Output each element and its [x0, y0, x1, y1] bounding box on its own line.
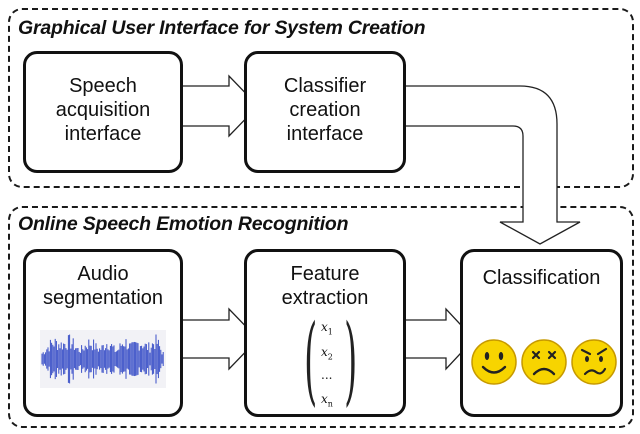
arrow-segmentation-to-features: [181, 307, 259, 371]
gui-section-title: Graphical User Interface for System Crea…: [18, 17, 426, 39]
left-paren: (: [304, 304, 318, 416]
label-line: Feature: [290, 263, 360, 285]
right-paren: ): [344, 304, 358, 416]
label-line: interface: [64, 123, 142, 145]
label-line: extraction: [281, 287, 369, 309]
classifier-creation-box: Classifier creation interface: [244, 51, 406, 173]
feature-vector: ( ) x1 x2 ... xn: [302, 304, 357, 416]
label-line: Audio: [77, 263, 129, 285]
angry-face-icon: [571, 339, 617, 385]
speech-acquisition-label: Speech acquisition interface: [26, 74, 180, 146]
label-line: creation: [289, 99, 361, 121]
online-ser-section-title: Online Speech Emotion Recognition: [18, 213, 349, 235]
audio-waveform-icon: [40, 330, 166, 388]
gui-system-creation-section: [8, 8, 634, 188]
classification-label: Classification: [463, 266, 620, 290]
label-line: segmentation: [42, 287, 164, 309]
label-line: Classifier: [283, 75, 367, 97]
emotion-icons: [471, 339, 617, 385]
audio-segmentation-box: Audio segmentation: [23, 249, 183, 417]
label-line: Speech: [69, 75, 137, 97]
classifier-creation-label: Classifier creation interface: [247, 74, 403, 146]
sad-face-icon: [521, 339, 567, 385]
feature-x2: x2: [321, 345, 333, 362]
label-line: interface: [286, 123, 364, 145]
label-line: acquisition: [55, 99, 151, 121]
feature-extraction-box: Feature extraction ( ) x1 x2 ... xn: [244, 249, 406, 417]
arrow-classifier-to-classification: [404, 85, 581, 245]
speech-acquisition-box: Speech acquisition interface: [23, 51, 183, 173]
feature-extraction-label: Feature extraction: [247, 262, 403, 310]
online-ser-section: [8, 206, 634, 428]
feature-ellipsis: ...: [321, 368, 333, 382]
feature-xn: xn: [321, 392, 333, 409]
classification-box: Classification: [460, 249, 623, 417]
happy-face-icon: [471, 339, 517, 385]
arrow-acquisition-to-classifier: [181, 74, 259, 138]
label-line: Classification: [482, 267, 601, 289]
audio-segmentation-label: Audio segmentation: [26, 262, 180, 310]
feature-x1: x1: [321, 320, 333, 337]
